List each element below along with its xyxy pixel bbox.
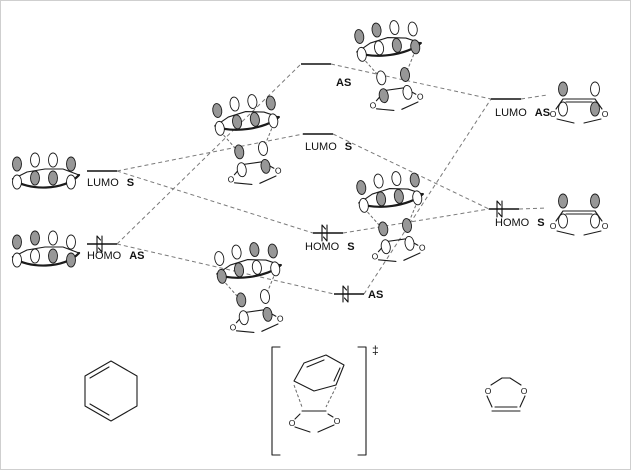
ts-homo-orbital-drawing: O O <box>356 171 427 262</box>
ts-lumo-orbital-drawing: O O <box>212 94 283 185</box>
level-symmetry: AS <box>534 107 551 119</box>
level-symmetry: S <box>344 141 353 153</box>
oxygen-atom-label: O <box>276 313 284 324</box>
oxygen-atom-label: O <box>550 109 557 119</box>
level-name: HOMO <box>305 241 340 253</box>
ts-upper-as-label: AS <box>336 77 351 89</box>
electron-pair <box>342 285 349 303</box>
oxygen-atom-label: O <box>521 386 528 396</box>
oxygen-atom-label: O <box>418 242 426 253</box>
level-symmetry: S <box>537 217 545 229</box>
level-symmetry: S <box>126 177 135 189</box>
energy-levels <box>87 63 521 295</box>
oxygen-atom-label: O <box>274 165 282 176</box>
oxygen-atom-label: O <box>602 221 609 231</box>
level-symmetry: AS <box>368 289 384 301</box>
level-symmetry: AS <box>129 250 145 262</box>
oxygen-atom-label: O <box>371 251 379 262</box>
cyclohexadiene-structure <box>84 360 138 422</box>
oxygen-atom-label: O <box>334 416 341 426</box>
diene-homo-orbital-drawing <box>11 230 81 268</box>
electron-pair <box>496 200 503 218</box>
dioxole-homo-label: HOMO S <box>495 217 545 229</box>
level-name: LUMO <box>87 177 119 189</box>
oxygen-atom-label: O <box>369 100 377 111</box>
dioxole-lumo-orbital-drawing: O O <box>550 81 609 124</box>
electron-pair <box>321 224 328 242</box>
level-name: HOMO <box>87 250 122 262</box>
correlation-lines <box>116 63 548 295</box>
left-bracket <box>271 346 281 456</box>
ts-lumo-label: LUMO S <box>305 141 352 153</box>
transition-state-structure: O O <box>271 346 367 456</box>
level-name: LUMO <box>305 141 337 153</box>
oxygen-atom-label: O <box>550 221 557 231</box>
oxygen-atom-label: O <box>229 322 237 333</box>
oxygen-atom-label: O <box>602 109 609 119</box>
diene-homo-label: HOMO AS <box>87 250 145 262</box>
oxygen-atom-label: O <box>485 386 492 396</box>
level-symmetry: AS <box>336 77 352 89</box>
double-dagger-symbol: ‡ <box>372 343 379 357</box>
electron-pairs <box>96 200 503 303</box>
ts-lower-as-label: AS <box>368 289 383 301</box>
diene-lumo-orbital-drawing <box>11 152 81 190</box>
electron-pair <box>96 235 103 253</box>
ts-upper-as-orbital-drawing: O O <box>354 20 425 111</box>
dioxole-homo-orbital-drawing: O O <box>550 193 609 236</box>
dioxole-structure: O O <box>485 377 528 412</box>
diene-lumo-label: LUMO S <box>87 177 134 189</box>
level-symmetry: S <box>347 241 355 253</box>
ts-lower-as-orbital-drawing: O O <box>214 242 285 333</box>
oxygen-atom-label: O <box>416 91 424 102</box>
level-name: LUMO <box>495 107 527 119</box>
oxygen-atom-label: O <box>227 174 235 185</box>
right-bracket <box>357 346 367 456</box>
level-name: HOMO <box>495 217 530 229</box>
dioxole-lumo-label: LUMO AS <box>495 107 550 119</box>
ts-homo-label: HOMO S <box>305 241 355 253</box>
oxygen-atom-label: O <box>289 418 296 428</box>
